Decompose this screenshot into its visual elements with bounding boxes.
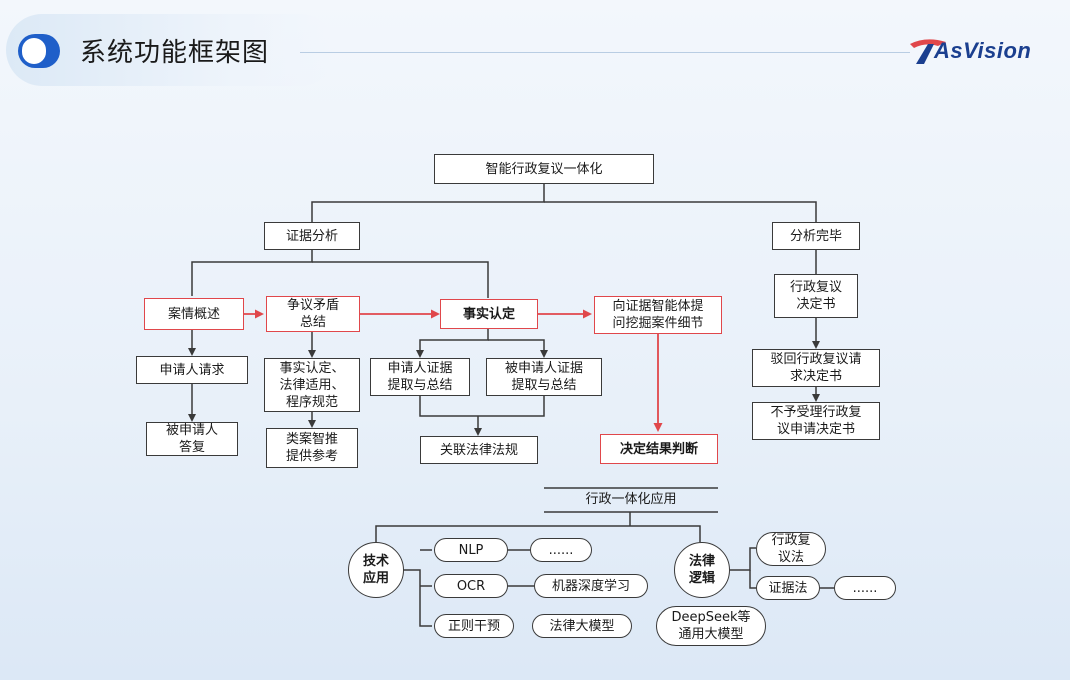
evidence-more-node: ...... <box>834 576 896 600</box>
respondent-evidence-label: 被申请人证据 提取与总结 <box>504 361 583 393</box>
fact-finding-node: 事实认定 <box>440 299 538 329</box>
title-divider <box>300 52 910 53</box>
legal-llm-node: 法律大模型 <box>532 614 632 638</box>
review-law-label: 行政复 议法 <box>771 533 811 565</box>
tech-app-label: 技术 应用 <box>362 554 389 586</box>
root-node: 智能行政复议一体化 <box>434 154 654 184</box>
review-decision-node: 行政复议 决定书 <box>774 274 858 318</box>
decision-judgment-node: 决定结果判断 <box>600 434 718 464</box>
evidence-law-node: 证据法 <box>756 576 820 600</box>
legal-logic-label: 法律 逻辑 <box>688 554 715 586</box>
toggle-icon <box>18 34 60 68</box>
legal-logic-node: 法律 逻辑 <box>674 542 730 598</box>
app-section-title: 行政一体化应用 <box>585 492 677 507</box>
regex-node: 正则干预 <box>434 614 514 638</box>
similar-cases-node: 类案智推 提供参考 <box>266 428 358 468</box>
applicant-evidence-node: 申请人证据 提取与总结 <box>370 358 470 396</box>
respondent-evidence-node: 被申请人证据 提取与总结 <box>486 358 602 396</box>
review-law-node: 行政复 议法 <box>756 532 826 566</box>
not-accept-label: 不予受理行政复 议申请决定书 <box>770 405 862 437</box>
not-accept-node: 不予受理行政复 议申请决定书 <box>752 402 880 440</box>
applicant-evidence-label: 申请人证据 提取与总结 <box>387 361 453 393</box>
respondent-reply-node: 被申请人 答复 <box>146 422 238 456</box>
company-logo: AsVision <box>934 38 1032 63</box>
nlp-node: NLP <box>434 538 508 562</box>
ask-evidence-agent-label: 向证据智能体提 问挖掘案件细节 <box>612 299 704 331</box>
page-title: 系统功能框架图 <box>80 38 270 68</box>
deepseek-label: DeepSeek等 通用大模型 <box>671 610 751 642</box>
header-banner <box>6 14 336 86</box>
analysis-done-node: 分析完毕 <box>772 222 860 250</box>
reject-request-label: 驳回行政复议请 求决定书 <box>770 352 862 384</box>
reject-request-node: 驳回行政复议请 求决定书 <box>752 349 880 387</box>
ocr-node: OCR <box>434 574 508 598</box>
facts-law-procedure-node: 事实认定、 法律适用、 程序规范 <box>264 358 360 412</box>
nlp-more-node: ...... <box>530 538 592 562</box>
respondent-reply-label: 被申请人 答复 <box>165 423 218 455</box>
facts-law-procedure-label: 事实认定、 法律适用、 程序规范 <box>279 360 345 410</box>
applicant-request-node: 申请人请求 <box>136 356 248 384</box>
related-laws-node: 关联法律法规 <box>420 436 538 464</box>
deep-learning-node: 机器深度学习 <box>534 574 648 598</box>
ask-evidence-agent-node: 向证据智能体提 问挖掘案件细节 <box>594 296 722 334</box>
similar-cases-label: 类案智推 提供参考 <box>285 432 338 464</box>
evidence-analysis-node: 证据分析 <box>264 222 360 250</box>
dispute-summary-node: 争议矛盾 总结 <box>266 296 360 332</box>
logo-swoosh-icon <box>910 39 946 64</box>
deepseek-node: DeepSeek等 通用大模型 <box>656 606 766 646</box>
toggle-knob <box>22 38 46 64</box>
dispute-summary-label: 争议矛盾 总结 <box>286 298 339 330</box>
case-overview-node: 案情概述 <box>144 298 244 330</box>
tech-app-node: 技术 应用 <box>348 542 404 598</box>
review-decision-label: 行政复议 决定书 <box>789 280 842 312</box>
